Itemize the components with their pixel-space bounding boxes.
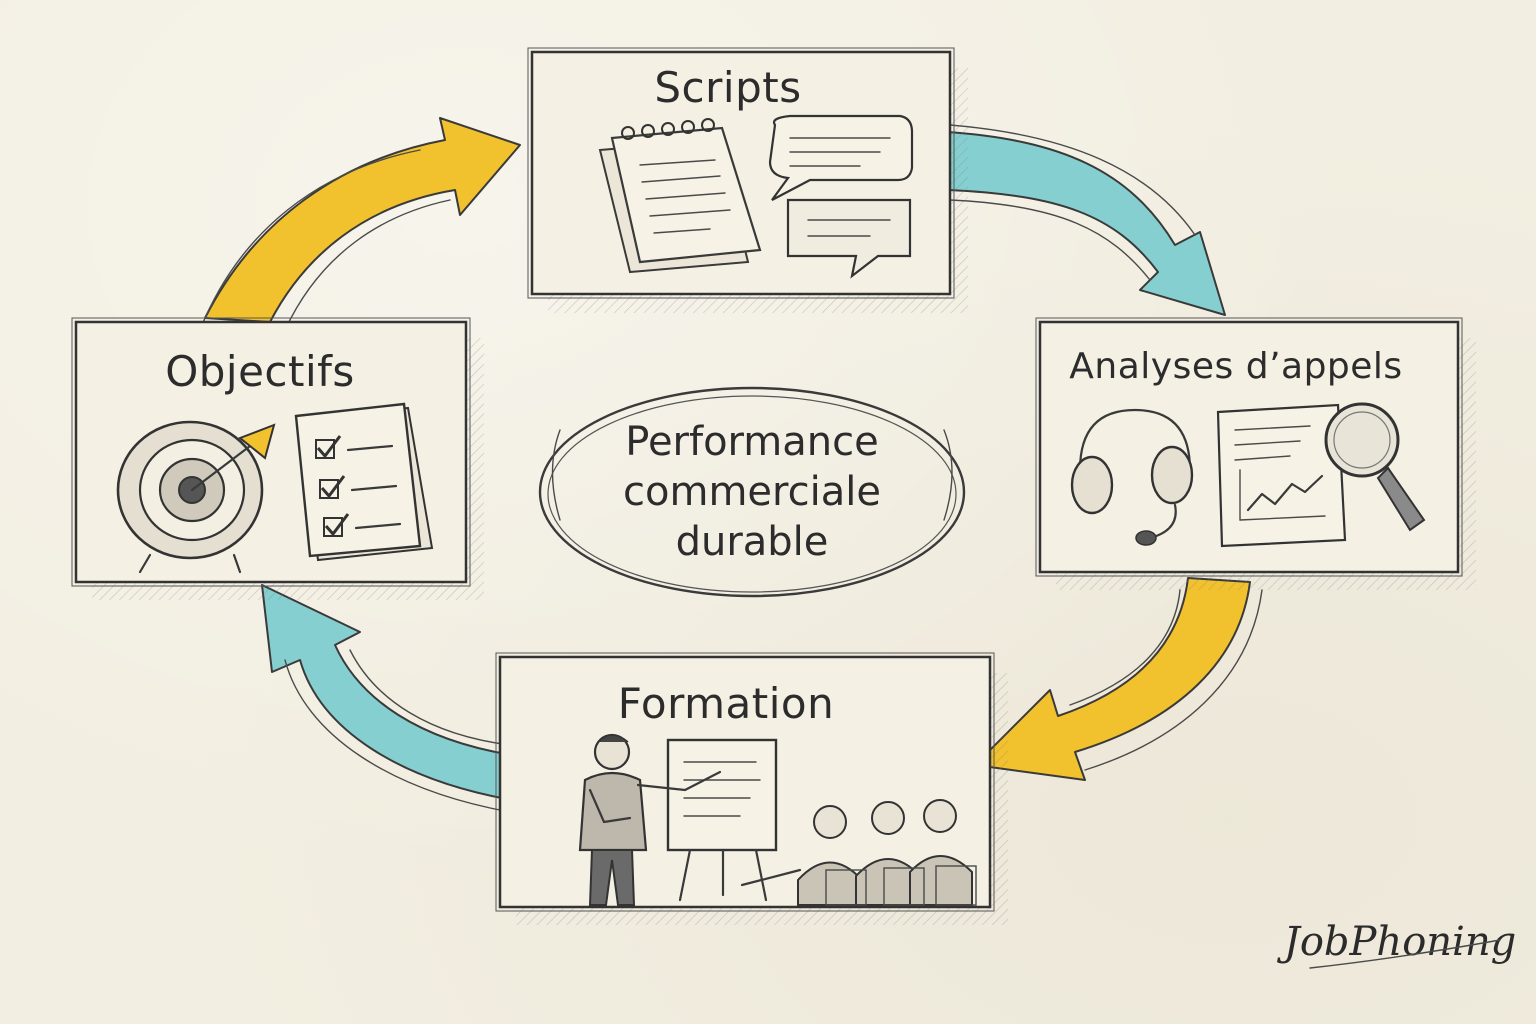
- scripts-title: Scripts: [654, 63, 801, 112]
- brand-name: JobPhoning: [1277, 919, 1516, 965]
- node-scripts: Scripts: [527, 47, 968, 313]
- brand-logo: JobPhoning: [1277, 919, 1516, 969]
- checklist-icon: [294, 402, 434, 562]
- chart-report-icon: [1216, 403, 1347, 548]
- notepad-icon: [598, 118, 762, 274]
- center-line-2: commerciale: [623, 469, 881, 515]
- objectifs-title: Objectifs: [165, 347, 355, 396]
- arrow-objectifs-to-scripts: [199, 117, 521, 331]
- speech-bubble-icon: [768, 114, 914, 279]
- arrow-scripts-to-analyses: [947, 124, 1226, 316]
- formation-title: Formation: [618, 679, 835, 728]
- flipchart-icon: [666, 738, 778, 902]
- arrow-formation-to-objectifs: [261, 584, 513, 813]
- target-icon: [116, 420, 276, 574]
- audience-icon: [740, 799, 977, 906]
- node-analyses: Analyses d’appels: [1035, 317, 1476, 590]
- presenter-icon: [578, 733, 722, 906]
- magnifier-icon: [1324, 402, 1426, 532]
- headset-icon: [1070, 408, 1194, 546]
- node-objectifs: Objectifs: [71, 317, 484, 600]
- analyses-title: Analyses d’appels: [1069, 346, 1402, 387]
- center-line-3: durable: [676, 519, 829, 565]
- center-line-1: Performance: [625, 419, 878, 465]
- arrow-analyses-to-formation: [974, 577, 1263, 781]
- center-concept: Performance commerciale durable: [538, 386, 966, 598]
- node-formation: Formation: [495, 652, 1008, 925]
